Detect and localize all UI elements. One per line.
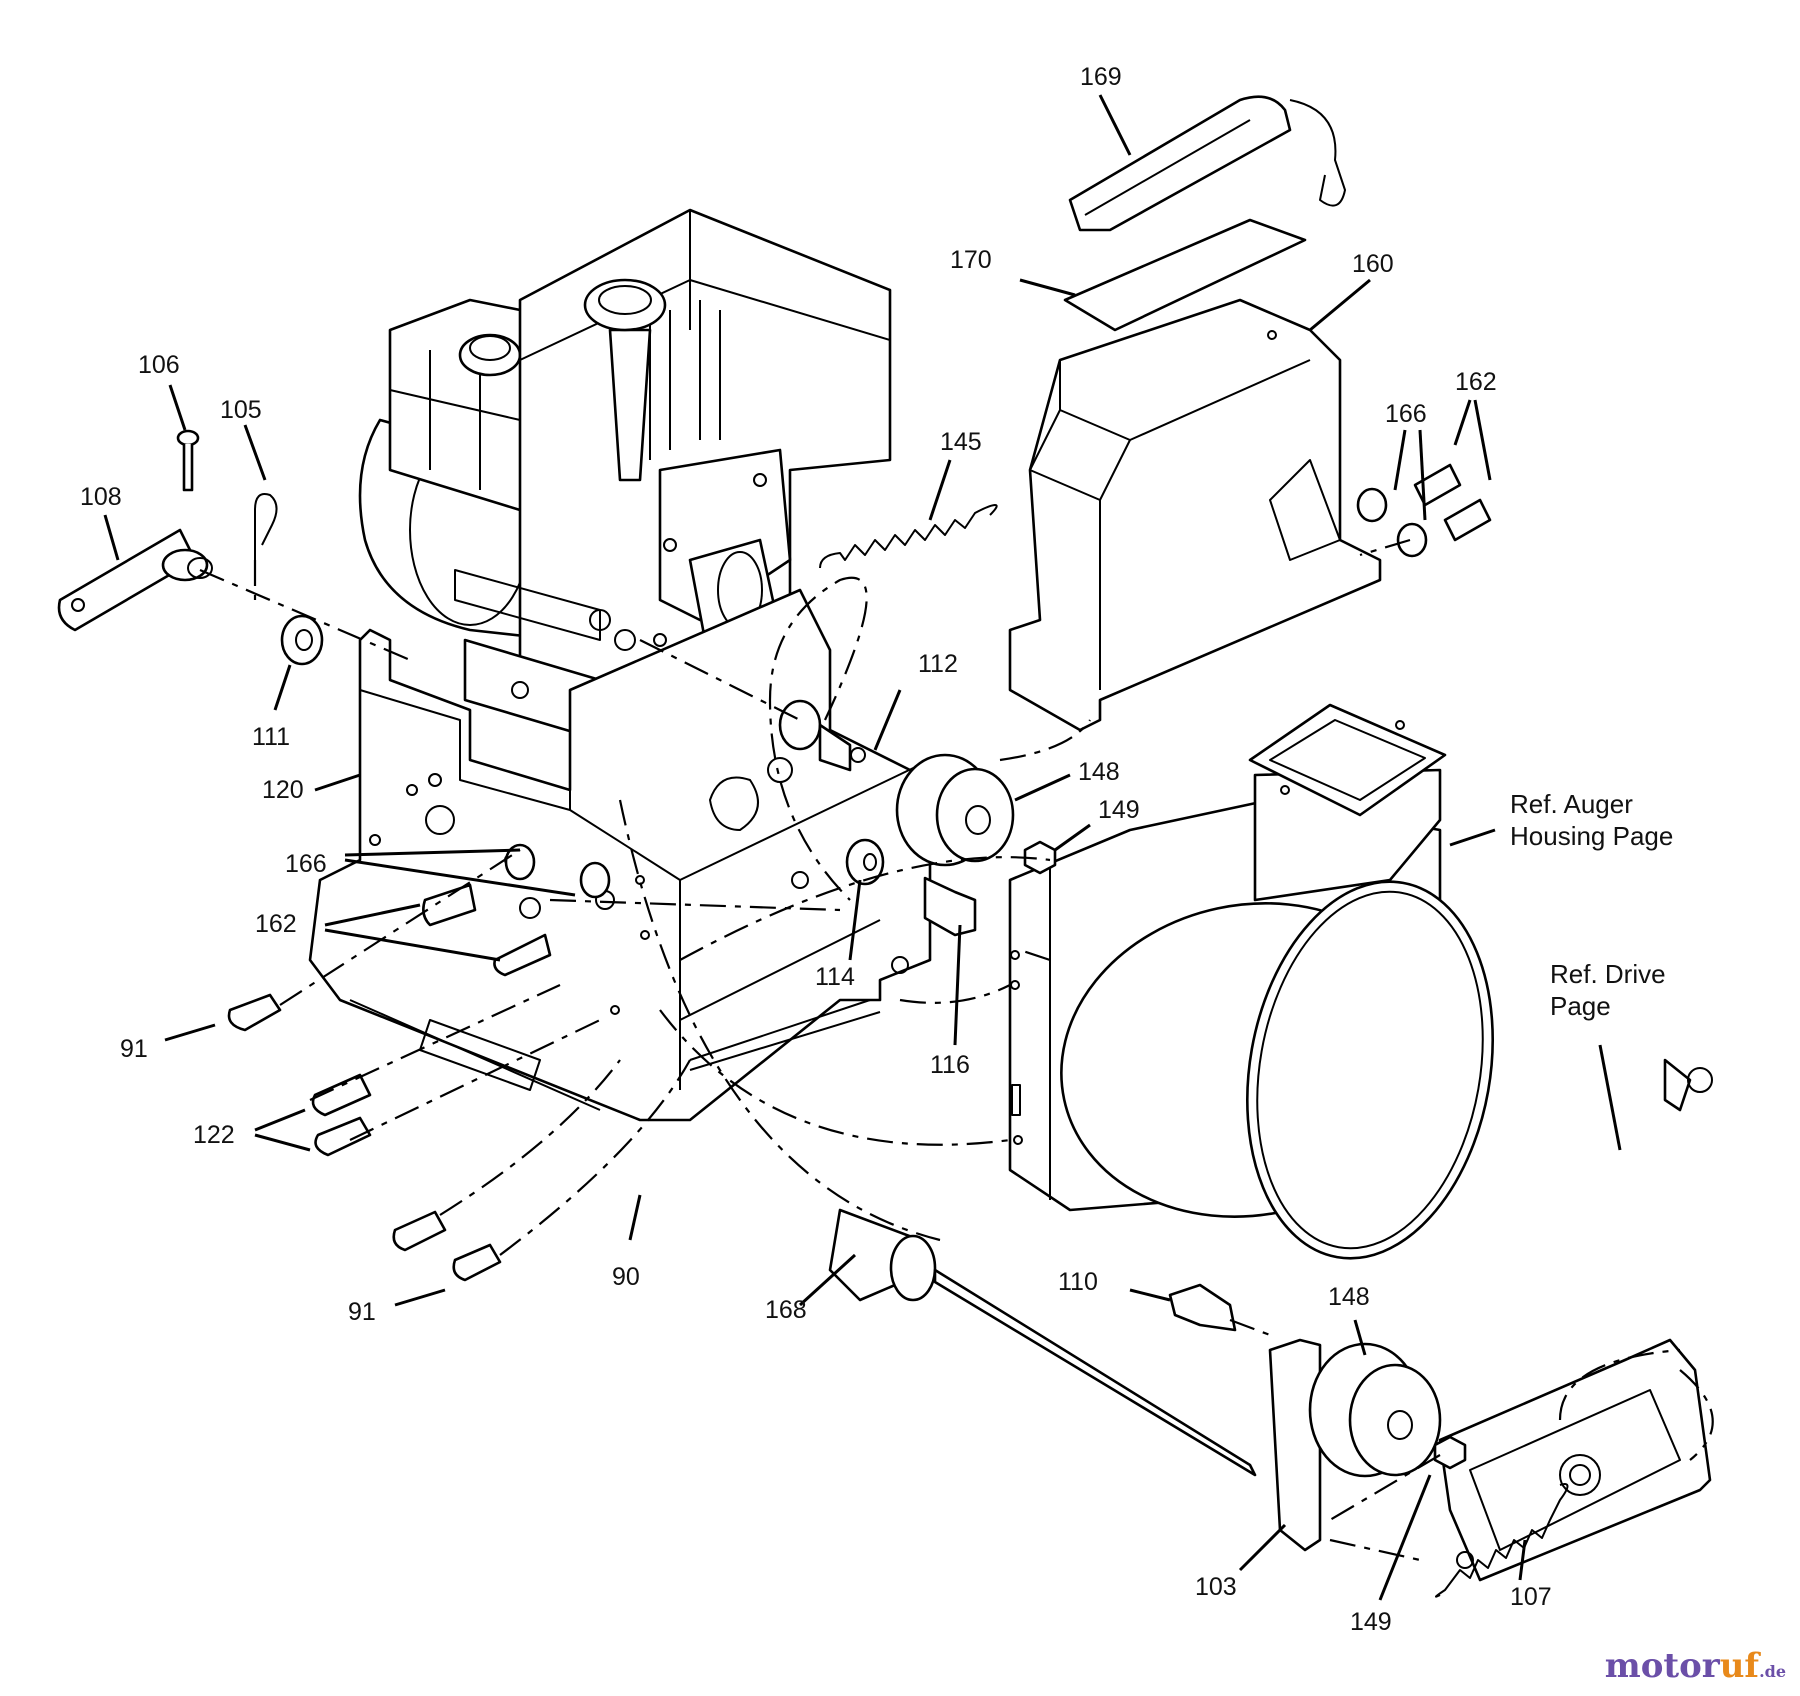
- label-120: 120: [262, 776, 304, 804]
- watermark-tld: .de: [1759, 1662, 1786, 1681]
- label-160: 160: [1352, 250, 1394, 278]
- bolt-110: [1168, 1283, 1237, 1332]
- label-166-left: 166: [285, 850, 327, 878]
- bolt-162-left-a: [422, 883, 477, 927]
- watermark-logo: motoruf.de: [1605, 1646, 1786, 1686]
- label-91-lower: 91: [348, 1298, 376, 1326]
- bolt-162-left-b: [493, 933, 552, 977]
- spring-107: [1435, 1483, 1569, 1598]
- ref-drive-line1: Ref. Drive: [1550, 959, 1666, 989]
- pulley-148-upper: [895, 753, 1015, 867]
- nut-149-lower: [1433, 1435, 1467, 1470]
- label-168: 168: [765, 1296, 807, 1324]
- bolt-162-right-a: [1413, 463, 1462, 507]
- label-91-upper: 91: [120, 1035, 148, 1063]
- washer-166-left-b: [579, 861, 611, 899]
- frame-120: [308, 588, 932, 1122]
- leader-lines: [103, 94, 1622, 1601]
- label-114: 114: [815, 963, 855, 991]
- label-106: 106: [138, 351, 180, 379]
- assembly-lines: [199, 538, 1714, 1562]
- roller-168: [828, 1208, 937, 1302]
- washer-166-right-b: [1396, 522, 1428, 558]
- label-148-upper: 148: [1078, 758, 1120, 786]
- stud-112: [778, 699, 866, 772]
- label-122: 122: [193, 1121, 235, 1149]
- blower-housing-160: [1008, 298, 1382, 732]
- engine: [358, 208, 892, 742]
- washer-166-right-a: [1356, 487, 1388, 523]
- washer-111: [280, 614, 324, 666]
- watermark-brand-a: motor: [1604, 1646, 1720, 1686]
- hairpin-105: [254, 493, 278, 560]
- label-162-right: 162: [1455, 368, 1497, 396]
- label-148-lower: 148: [1328, 1283, 1370, 1311]
- label-116: 116: [930, 1051, 970, 1079]
- label-149-upper: 149: [1098, 796, 1140, 824]
- label-90: 90: [612, 1263, 640, 1291]
- label-103: 103: [1195, 1573, 1237, 1601]
- ref-drive-line2: Page: [1550, 991, 1611, 1021]
- bolt-91-upper: [227, 993, 282, 1032]
- bolt-122-b: [314, 1116, 372, 1157]
- lever-108: [57, 528, 213, 632]
- label-107: 107: [1510, 1583, 1552, 1611]
- watermark-brand-b: uf: [1719, 1646, 1760, 1686]
- bolt-91-lower: [452, 1243, 502, 1282]
- impeller-housing: [1008, 703, 1494, 1260]
- shaft: [933, 1268, 1257, 1477]
- nut-149-upper: [1023, 840, 1057, 875]
- washer-166-left-a: [504, 843, 536, 881]
- label-169: 169: [1080, 63, 1122, 91]
- pulley-148-lower: [1308, 1342, 1442, 1478]
- filter-pad-170: [1063, 218, 1307, 332]
- label-145: 145: [940, 428, 982, 456]
- bracket-103: [1268, 1338, 1322, 1552]
- label-105: 105: [220, 396, 262, 424]
- clevis-pin-106: [176, 429, 200, 492]
- bolt-116: [923, 876, 977, 937]
- bolt-162-right-b: [1443, 498, 1492, 542]
- label-108: 108: [80, 483, 122, 511]
- cover-169: [1068, 95, 1346, 232]
- label-110: 110: [1058, 1268, 1098, 1296]
- label-170: 170: [950, 246, 992, 274]
- ref-auger-line2: Housing Page: [1510, 821, 1673, 851]
- label-149-lower: 149: [1350, 1608, 1392, 1636]
- ref-auger-line1: Ref. Auger: [1510, 789, 1633, 819]
- drive-bracket: [1438, 1058, 1713, 1582]
- label-112: 112: [918, 650, 958, 678]
- label-111: 111: [252, 723, 290, 751]
- spring-145: [819, 504, 998, 569]
- label-166-right: 166: [1385, 400, 1427, 428]
- label-162-left: 162: [255, 910, 297, 938]
- bolt-122-c: [392, 1210, 447, 1252]
- spacer-114: [845, 838, 885, 886]
